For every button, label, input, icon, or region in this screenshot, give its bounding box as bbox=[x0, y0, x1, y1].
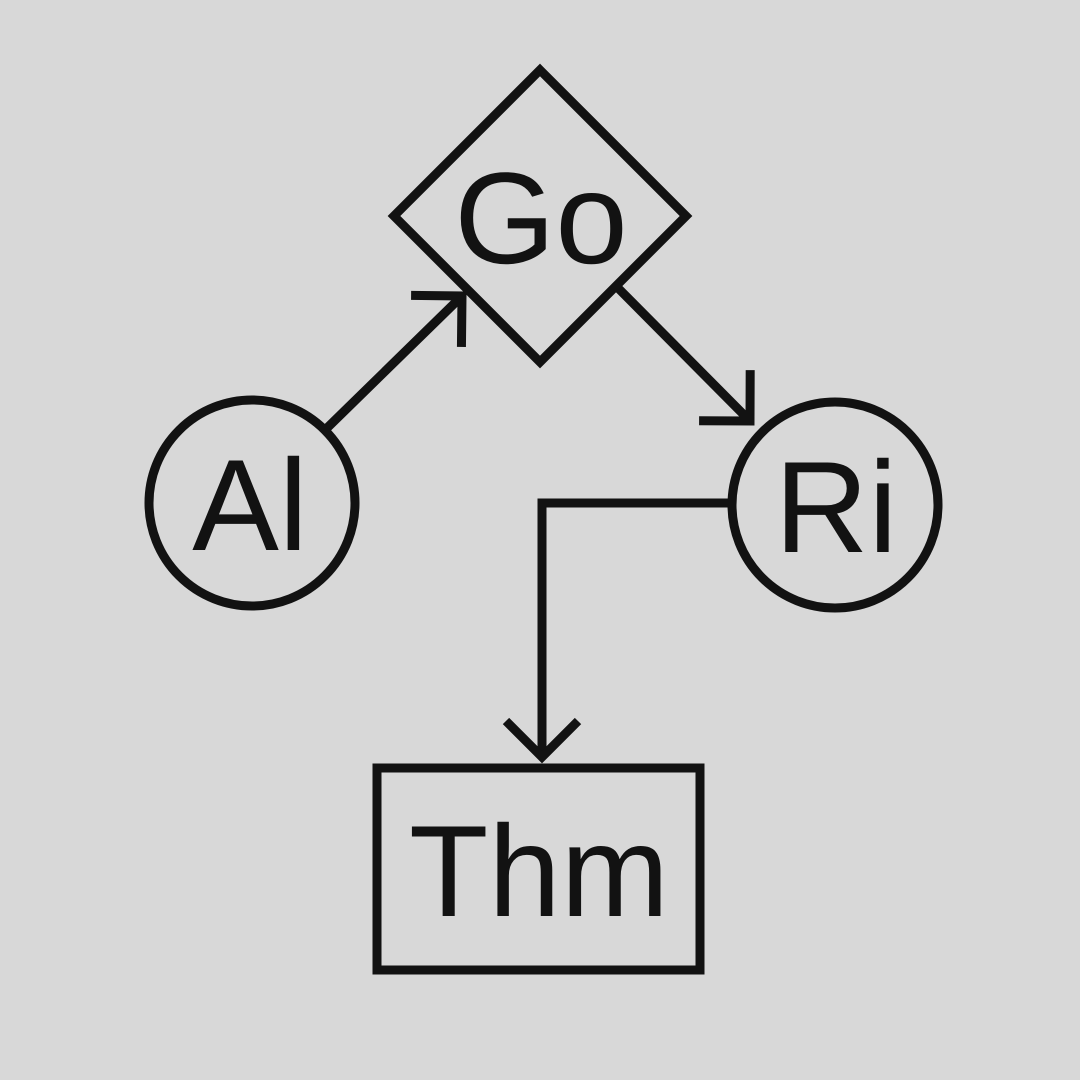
nodes-layer: Go Al Ri Thm bbox=[144, 63, 943, 975]
al-label: Al bbox=[192, 432, 308, 578]
node-go: Go bbox=[387, 63, 693, 369]
thm-rectangle-shape bbox=[372, 763, 705, 975]
go-label: Go bbox=[454, 145, 627, 291]
go-diamond-shape bbox=[387, 63, 693, 369]
arrow-ri-to-thm bbox=[502, 498, 732, 764]
node-al: Al bbox=[144, 395, 360, 611]
node-ri: Ri bbox=[727, 397, 943, 613]
arrow-al-to-go bbox=[321, 290, 467, 434]
node-thm: Thm bbox=[372, 763, 705, 975]
ri-circle-shape bbox=[727, 397, 943, 613]
arrow-go-to-ri bbox=[613, 283, 755, 426]
edges-layer bbox=[321, 283, 755, 764]
thm-label: Thm bbox=[409, 798, 669, 944]
ri-label: Ri bbox=[775, 434, 898, 580]
al-circle-shape bbox=[144, 395, 360, 611]
